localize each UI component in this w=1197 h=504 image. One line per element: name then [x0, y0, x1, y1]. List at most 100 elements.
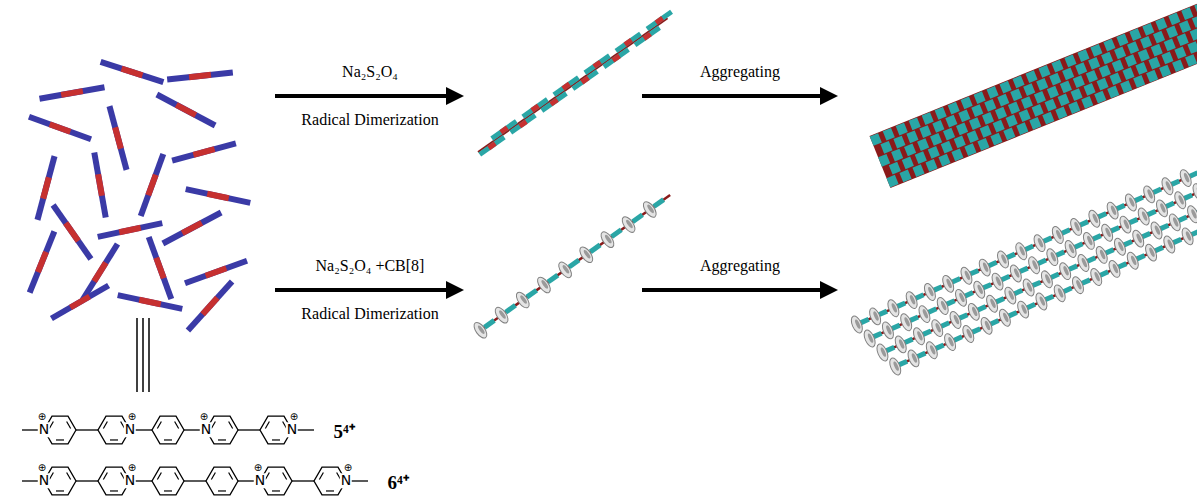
bond [238, 429, 260, 430]
stroke [504, 303, 517, 314]
stroke [1062, 68, 1074, 81]
stroke [984, 99, 996, 112]
stroke [1094, 91, 1106, 104]
stroke [98, 174, 102, 196]
stroke [1165, 181, 1172, 192]
stroke [103, 422, 107, 429]
cb8-ring [1130, 229, 1146, 249]
viologen-rod [98, 223, 163, 237]
stroke [1192, 15, 1197, 28]
stroke [547, 273, 560, 284]
bond [184, 480, 206, 481]
stroke [1153, 31, 1165, 44]
viologen-rod [53, 205, 91, 259]
stroke [870, 133, 882, 146]
stroke [922, 112, 934, 125]
stroke [961, 97, 973, 110]
stroke [1021, 96, 1033, 109]
stroke [646, 10, 673, 31]
stroke [265, 422, 269, 429]
viologen-rod [167, 73, 233, 80]
stroke [589, 243, 602, 254]
stroke [1086, 235, 1093, 246]
stroke [1026, 282, 1033, 293]
stroke [984, 320, 991, 331]
stroke [1002, 312, 1009, 323]
stroke [1073, 221, 1080, 232]
stroke [1112, 60, 1124, 73]
stroke [206, 268, 227, 276]
stroke [954, 136, 966, 149]
stroke [917, 138, 929, 151]
stroke [1142, 23, 1154, 36]
cb8-ring [917, 304, 933, 324]
stroke [40, 87, 105, 98]
stroke [948, 102, 960, 115]
stroke [971, 306, 978, 317]
stroke [1183, 172, 1190, 183]
stroke [880, 141, 892, 154]
stroke [1081, 96, 1093, 109]
stroke [915, 151, 927, 164]
stroke [43, 177, 49, 198]
stroke [893, 213, 1197, 368]
stroke [189, 75, 211, 77]
stroke [1155, 18, 1167, 31]
cb8-ring [898, 312, 914, 332]
cb8-ring [1118, 215, 1134, 235]
stroke [1019, 109, 1031, 122]
stroke [66, 223, 79, 241]
stroke [1099, 249, 1106, 260]
stroke [193, 149, 214, 155]
stroke [37, 156, 54, 220]
stroke [967, 130, 979, 143]
nitrogen-atom: N [124, 473, 136, 488]
stroke [1185, 54, 1197, 67]
stroke [1125, 54, 1137, 67]
stroke [977, 284, 984, 295]
cb8-ring [1026, 255, 1042, 275]
stroke [203, 298, 218, 314]
stroke [956, 123, 968, 136]
stroke [519, 294, 528, 304]
stroke [1008, 290, 1015, 301]
cb8-ring [1068, 217, 1084, 237]
cb8-ring [1003, 286, 1019, 306]
cb8-ring [849, 314, 865, 334]
cb8-ring [953, 288, 969, 308]
stroke [218, 490, 226, 491]
stroke [94, 153, 105, 218]
stroke [1129, 28, 1141, 41]
viologen-rod [157, 95, 215, 126]
stroke [122, 69, 143, 76]
stroke [1088, 57, 1100, 70]
stroke [887, 175, 899, 188]
stroke [1167, 239, 1174, 250]
stroke [935, 107, 947, 120]
stroke [1047, 86, 1059, 99]
molecule-structures [22, 416, 368, 495]
stroke [604, 234, 613, 244]
cb8-ring [641, 200, 659, 220]
stroke [30, 231, 55, 292]
stroke [164, 439, 172, 440]
nitrogen-atom: N [200, 422, 212, 437]
stroke [1159, 65, 1171, 78]
stroke [1122, 67, 1134, 80]
stroke [643, 32, 652, 41]
stroke [906, 130, 918, 143]
stroke [652, 198, 665, 209]
stroke [176, 105, 195, 115]
viologen-rod [37, 156, 54, 220]
stroke [916, 331, 923, 342]
stroke [1141, 211, 1148, 222]
reaction-arrow [275, 281, 464, 299]
stroke [993, 120, 1005, 133]
nitrogen-atom: N [38, 422, 50, 437]
stroke [885, 325, 892, 336]
cb8-ring [979, 316, 995, 336]
cb8-ring [1052, 283, 1068, 303]
stroke [167, 73, 233, 80]
viologen-rod [163, 213, 221, 244]
stroke [229, 473, 233, 480]
